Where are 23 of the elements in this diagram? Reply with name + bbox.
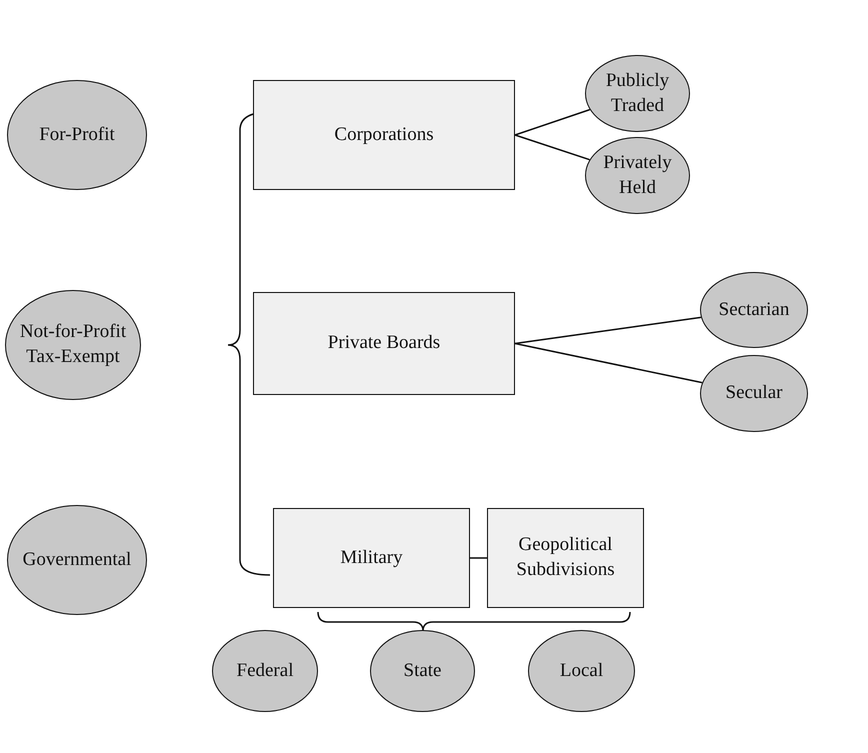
category-box (253, 292, 515, 395)
node-label: Corporations (333, 122, 435, 147)
node-label: Privately Held (602, 150, 673, 200)
node-label: Governmental (22, 548, 132, 572)
connector-line (514, 108, 590, 136)
node-label: Not-for-Profit Tax-Exempt (18, 320, 128, 369)
node-label: For-Profit (38, 122, 116, 147)
connector-line (470, 557, 487, 559)
connector-line (514, 342, 702, 384)
node-label: Local (558, 658, 604, 683)
node-label: Secular (724, 381, 784, 406)
node-label: Private Boards (326, 331, 442, 356)
connector-line (514, 316, 702, 344)
node-label: State (402, 658, 442, 683)
category-box (273, 508, 470, 608)
category-box (253, 80, 515, 190)
node-label: Military (339, 546, 404, 570)
node-label: Federal (236, 658, 294, 683)
node-label: Sectarian (718, 298, 790, 322)
connector-line (514, 134, 590, 160)
node-label: Publicly Traded (604, 68, 670, 118)
node-label: Geopolitical Subdivisions (515, 533, 616, 582)
category-box (487, 508, 644, 608)
